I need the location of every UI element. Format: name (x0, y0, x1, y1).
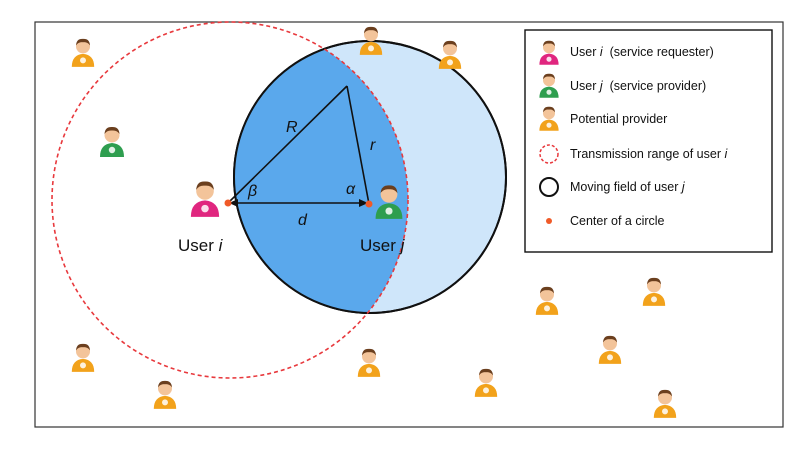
label-beta: β (247, 183, 257, 200)
label-R: R (286, 119, 298, 136)
user-i-label: User i (178, 236, 224, 255)
line-R (227, 85, 348, 204)
arrowhead-right (359, 199, 368, 207)
legend-solid-circle-icon (539, 177, 559, 197)
label-r: r (370, 137, 376, 154)
line-r (346, 85, 370, 205)
user-j-label: User j (360, 236, 406, 255)
legend-item-potential: Potential provider (570, 112, 667, 126)
legend-dashed-circle-icon (539, 144, 559, 164)
label-d: d (298, 212, 308, 229)
legend-item-moving-field: Moving field of user j (570, 180, 686, 194)
arrowhead-left (229, 199, 238, 207)
legend-item-provider: User j (service provider) (570, 79, 706, 93)
label-alpha: α (346, 181, 356, 198)
center-dot-user-j (365, 200, 373, 208)
legend-box (524, 29, 773, 253)
legend-item-transmission: Transmission range of user i (570, 147, 728, 161)
legend: User i (service requester) User j (servi… (524, 29, 773, 253)
legend-item-center: Center of a circle (570, 214, 665, 228)
overlap-region (234, 41, 408, 313)
transmission-range-circle (51, 21, 409, 379)
legend-center-dot-icon (546, 218, 552, 224)
legend-item-requester: User i (service requester) (570, 45, 714, 59)
center-dot-user-i (224, 199, 232, 207)
